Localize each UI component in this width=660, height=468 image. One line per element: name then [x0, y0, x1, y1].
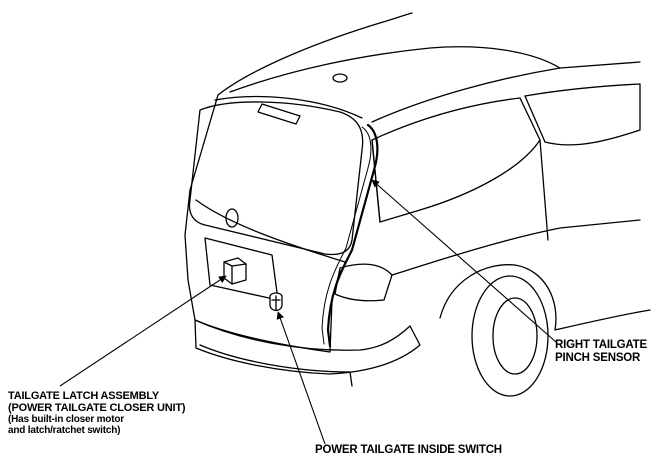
callout-switch-line1: POWER TAILGATE INSIDE SWITCH [315, 444, 502, 456]
side-body-line [391, 219, 641, 276]
side-sill [554, 309, 651, 331]
leader-pinch-sensor [371, 179, 557, 343]
roof-antenna [332, 73, 348, 83]
side-door-line [539, 139, 549, 241]
rear-bumper [194, 319, 421, 375]
inside-switch-detail [271, 295, 281, 311]
rear-window [188, 101, 364, 256]
callout-power-tailgate-inside-switch: POWER TAILGATE INSIDE SWITCH [315, 444, 502, 457]
tailgate-outline [184, 94, 341, 353]
bumper-lower [199, 344, 353, 387]
callout-pinch-line2: PINCH SENSOR [555, 351, 641, 364]
rear-wheel-hub [492, 297, 538, 375]
callout-right-tailgate-pinch-sensor: RIGHT TAILGATE PINCH SENSOR [555, 339, 647, 364]
leader-inside-switch [276, 311, 326, 445]
callout-tailgate-latch-assembly: TAILGATE LATCH ASSEMBLY (POWER TAILGATE … [8, 390, 186, 436]
pinch-sensor-strip-inner [321, 126, 372, 345]
latch-assembly-face [223, 261, 247, 285]
taillight [334, 263, 393, 302]
callout-latch-line4: and latch/ratchet switch) [8, 425, 121, 436]
roof-front-edge [229, 46, 561, 93]
callout-latch-line3: (Has built-in closer motor [8, 414, 124, 425]
callout-pinch-line1: RIGHT TAILGATE [555, 339, 647, 351]
emblem [225, 208, 239, 228]
callout-latch-line2: (POWER TAILGATE CLOSER UNIT) [8, 402, 186, 414]
rear-spoiler [214, 95, 363, 119]
brake-light [257, 103, 301, 125]
callout-latch-line1: TAILGATE LATCH ASSEMBLY [8, 390, 160, 402]
roof-outline [217, 12, 413, 96]
wheel-arch [439, 264, 557, 331]
leader-latch-assembly [59, 275, 227, 387]
rear-wheel [471, 275, 549, 397]
roof-right-edge [371, 61, 641, 123]
pinch-sensor-strip [326, 123, 379, 348]
latch-assembly [223, 257, 247, 285]
side-window-front [524, 83, 641, 146]
side-window-rear [371, 97, 541, 223]
tailgate-lower [195, 199, 346, 263]
